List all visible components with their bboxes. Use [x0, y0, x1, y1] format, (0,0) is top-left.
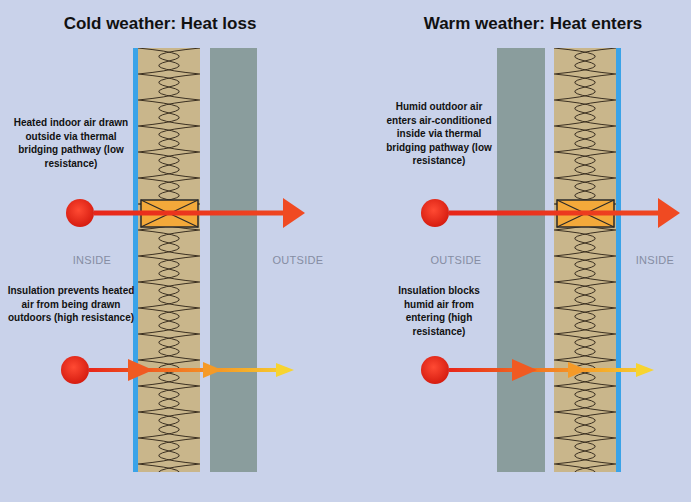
insulation: [554, 48, 616, 472]
side-label: OUTSIDE: [420, 254, 492, 267]
side-label: INSIDE: [623, 254, 687, 267]
sheathing: [497, 48, 545, 472]
vapor-barrier: [133, 48, 138, 472]
heat-arrow: [89, 359, 654, 381]
panel-heading: Warm weather: Heat enters: [398, 14, 668, 34]
callout-note: Insulation prevents heated air from bein…: [6, 284, 136, 325]
callout-note: Heated indoor air drawn outside via ther…: [6, 116, 136, 170]
vapor-barrier: [616, 48, 621, 472]
callout-note: Humid outdoor air enters air-conditioned…: [384, 100, 494, 168]
side-label: OUTSIDE: [262, 254, 334, 267]
side-label: INSIDE: [60, 254, 124, 267]
callout-note: Insulation blocks humid air from enterin…: [384, 284, 494, 338]
heat-arrow: [94, 198, 680, 228]
sheathing: [210, 48, 257, 472]
insulation: [138, 48, 200, 472]
panel-heading: Cold weather: Heat loss: [30, 14, 290, 34]
